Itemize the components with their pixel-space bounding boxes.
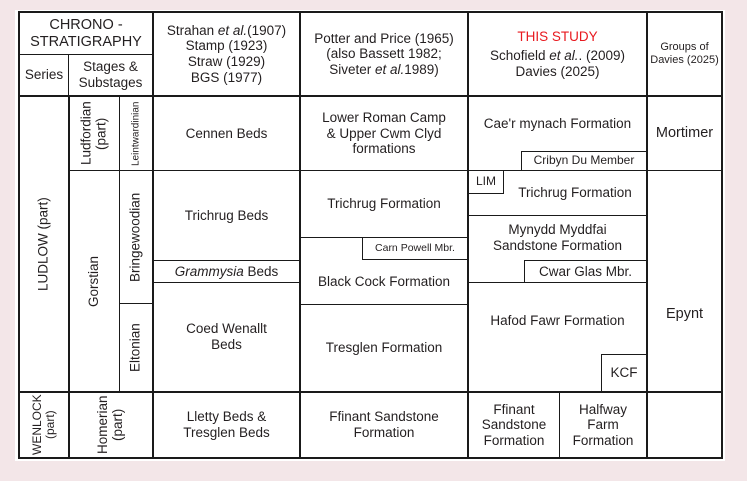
table-border-bottom	[18, 457, 723, 459]
header-bottom-line	[18, 95, 723, 97]
chronostratigraphy-header: CHRONO - STRATIGRAPHY	[20, 13, 152, 54]
lim-unit: LIM	[475, 174, 496, 189]
caer-mynach-formation: Cae'r mynach Formation	[483, 116, 632, 132]
trichrug-formation-potter: Trichrug Formation	[327, 196, 441, 212]
gorstian-stage: Gorstian	[86, 255, 102, 307]
ffinant-sandstone-formation-potter: Ffinant Sandstone Formation	[329, 409, 439, 440]
lim-right-line	[503, 170, 504, 194]
wenlock-top-line	[18, 391, 723, 393]
table-area	[15, 10, 725, 461]
carn-powell-member: Carn Powell Mbr.	[375, 242, 455, 255]
leintwardinian-substage: Leintwardinian	[130, 101, 142, 166]
col2-header: Potter and Price (1965) (also Bassett 19…	[301, 13, 467, 95]
carn-powell-top-line	[362, 237, 468, 238]
bringewoodian-substage: Bringewoodian	[127, 192, 143, 282]
trichrug-formation-this-study: Trichrug Formation	[518, 185, 632, 201]
table-border-left	[18, 11, 20, 459]
tresglen-formation: Tresglen Formation	[325, 340, 443, 356]
series-column-line-body	[68, 96, 70, 459]
table-border-right	[721, 11, 723, 459]
cwar-glas-member: Cwar Glas Mbr.	[538, 263, 633, 279]
cribyn-du-top-line	[521, 151, 647, 152]
stages-label: Stages & Substages	[78, 59, 143, 90]
grammysia-bottom-line	[153, 282, 300, 283]
substage-column-line	[119, 96, 120, 392]
chrono-column-line	[152, 11, 154, 459]
coed-wenallt-beds: Coed Wenallt Beds	[186, 321, 267, 352]
col1-right-line	[299, 11, 301, 459]
cwar-glas-top-line	[524, 260, 647, 261]
black-cock-bottom-line	[300, 304, 468, 305]
trichrug-mynydd-line	[468, 215, 647, 216]
epynt-group: Epynt	[665, 305, 704, 322]
bringewoodian-bottom-line	[120, 303, 153, 304]
halfway-farm-formation: Halfway Farm Formation	[572, 401, 634, 448]
stages-header: Stages & Substages	[69, 55, 152, 95]
ffinant-halfway-line	[559, 392, 560, 458]
chronostratigraphy-title: CHRONO - STRATIGRAPHY	[30, 16, 142, 50]
col3-header-text: THIS STUDY Schofield et al.. (2009) Davi…	[489, 28, 626, 79]
mortimer-group: Mortimer	[655, 125, 714, 142]
cwar-glas-bottom-line	[468, 282, 647, 283]
carn-powell-bottom-line	[362, 259, 468, 260]
kcf-top-line	[601, 354, 647, 355]
carn-powell-left-line	[362, 237, 363, 260]
grammysia-beds: Grammysia Beds	[174, 263, 279, 279]
kcf-left-line	[601, 354, 602, 392]
eltonian-substage: Eltonian	[127, 323, 143, 372]
lletty-tresglen-beds: Lletty Beds & Tresglen Beds	[183, 409, 270, 440]
cennen-beds: Cennen Beds	[185, 125, 268, 141]
cwar-glas-left-line	[524, 260, 525, 283]
col2-right-line	[467, 11, 469, 459]
cribyn-du-left-line	[521, 151, 522, 171]
col1-header-text: Strahan et al.(1907) Stamp (1923) Straw …	[166, 22, 287, 85]
kcf-unit: KCF	[610, 365, 638, 381]
lower-roman-camp-formations: Lower Roman Camp & Upper Cwm Clyd format…	[322, 110, 446, 157]
series-column-line	[68, 54, 69, 97]
col2-header-text: Potter and Price (1965) (also Bassett 19…	[314, 30, 454, 77]
grammysia-top-line	[153, 260, 300, 261]
cribyn-du-member: Cribyn Du Member	[533, 153, 635, 168]
homerian-stage: Homerian (part)	[95, 395, 125, 455]
wenlock-series: WENLOCK (part)	[29, 394, 57, 456]
ludlow-series: LUDLOW (part)	[35, 197, 51, 291]
ludfordian-bottom-line	[69, 170, 723, 171]
col3-right-line	[646, 11, 648, 459]
col4-header: Groups of Davies (2025)	[648, 13, 721, 95]
table-border-top	[18, 11, 723, 13]
col1-header: Strahan et al.(1907) Stamp (1923) Straw …	[154, 13, 299, 95]
col3-header: THIS STUDY Schofield et al.. (2009) Davi…	[469, 13, 646, 95]
ffinant-sandstone-formation-this-study: Ffinant Sandstone Formation	[481, 401, 547, 448]
groups-label: Groups of Davies (2025)	[650, 41, 719, 66]
ludfordian-stage: Ludfordian (part)	[78, 101, 109, 166]
lim-bottom-line	[468, 193, 503, 194]
header-subdivider	[18, 54, 153, 55]
this-study-label: THIS STUDY	[517, 28, 598, 44]
hafod-fawr-formation: Hafod Fawr Formation	[490, 313, 625, 329]
series-header: Series	[20, 55, 68, 95]
trichrug-beds: Trichrug Beds	[184, 207, 269, 223]
black-cock-formation: Black Cock Formation	[317, 274, 451, 290]
series-label: Series	[24, 67, 64, 83]
mynydd-myddfai-sandstone-formation: Mynydd Myddfai Sandstone Formation	[492, 222, 623, 253]
